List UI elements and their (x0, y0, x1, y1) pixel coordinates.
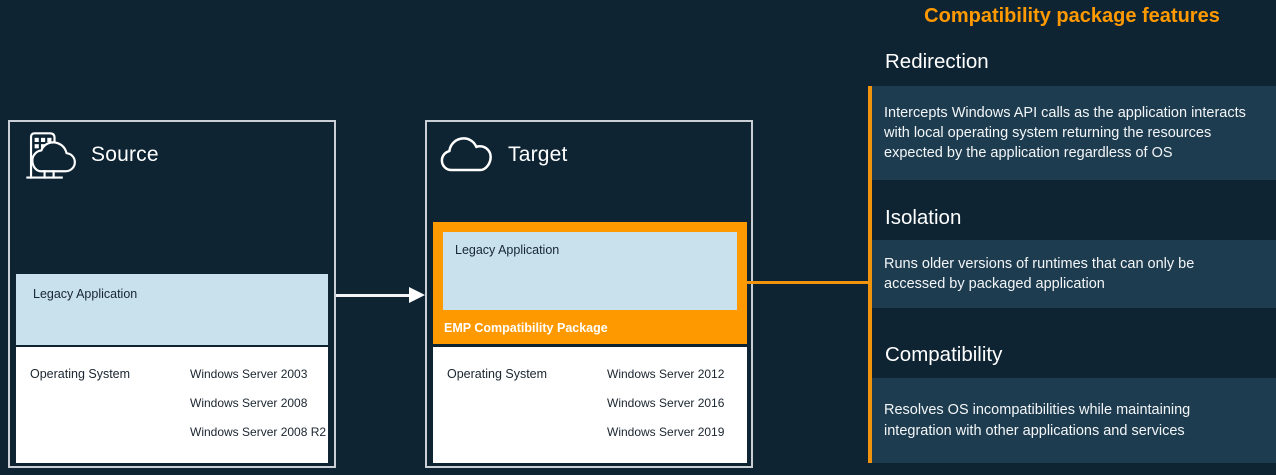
feature-card-isolation: Runs older versions of runtimes that can… (872, 240, 1276, 308)
target-legacy-label: Legacy Application (455, 243, 560, 257)
cloud-icon (439, 128, 495, 182)
features-panel-accent-border (868, 86, 872, 463)
feature-body-text: Resolves OS incompatibilities while main… (884, 402, 1191, 439)
os-version-item: Windows Server 2019 (607, 425, 725, 439)
migration-arrow-line (336, 294, 412, 297)
target-title: Target (508, 143, 568, 166)
os-version-item: Windows Server 2012 (607, 367, 725, 381)
feature-body-text: Runs older versions of runtimes that can… (884, 255, 1195, 292)
target-operating-system-box: Operating System Windows Server 2012 Win… (433, 347, 747, 463)
target-header: Target (439, 126, 568, 184)
os-version-item: Windows Server 2016 (607, 396, 725, 410)
os-version-item: Windows Server 2008 R2 (190, 425, 327, 439)
source-operating-system-box: Operating System Windows Server 2003 Win… (16, 347, 328, 463)
target-os-version-list: Windows Server 2012 Windows Server 2016 … (607, 367, 724, 454)
emp-package-label: EMP Compatibility Package (444, 321, 608, 335)
package-to-features-connector-line (747, 281, 869, 284)
os-version-item: Windows Server 2003 (190, 367, 308, 381)
os-version-item: Windows Server 2008 (190, 396, 308, 410)
source-environment-box: Source Legacy Application Operating Syst… (8, 120, 336, 468)
features-panel-title: Compatibility package features (924, 5, 1220, 27)
feature-card-compatibility: Resolves OS incompatibilities while main… (872, 378, 1276, 463)
feature-card-redirection: Intercepts Windows API calls as the appl… (872, 86, 1276, 180)
source-os-label: Operating System (30, 367, 131, 381)
target-os-label: Operating System (447, 367, 548, 381)
feature-heading-redirection: Redirection (885, 50, 989, 73)
source-title: Source (91, 143, 159, 166)
source-os-version-list: Windows Server 2003 Windows Server 2008 … (190, 367, 326, 454)
target-environment-box: Target Legacy Application EMP Compatibil… (425, 120, 753, 468)
source-legacy-application-box: Legacy Application (16, 274, 328, 345)
source-header: Source (22, 126, 159, 184)
migration-arrow-head-icon (409, 287, 425, 303)
target-legacy-application-box: Legacy Application (443, 232, 737, 310)
emp-compatibility-package-box: Legacy Application EMP Compatibility Pac… (433, 222, 747, 344)
feature-heading-isolation: Isolation (885, 206, 962, 229)
feature-heading-compatibility: Compatibility (885, 343, 1003, 366)
on-premises-building-cloud-icon (22, 128, 78, 182)
source-legacy-label: Legacy Application (33, 287, 138, 301)
feature-body-text: Intercepts Windows API calls as the appl… (884, 104, 1246, 162)
